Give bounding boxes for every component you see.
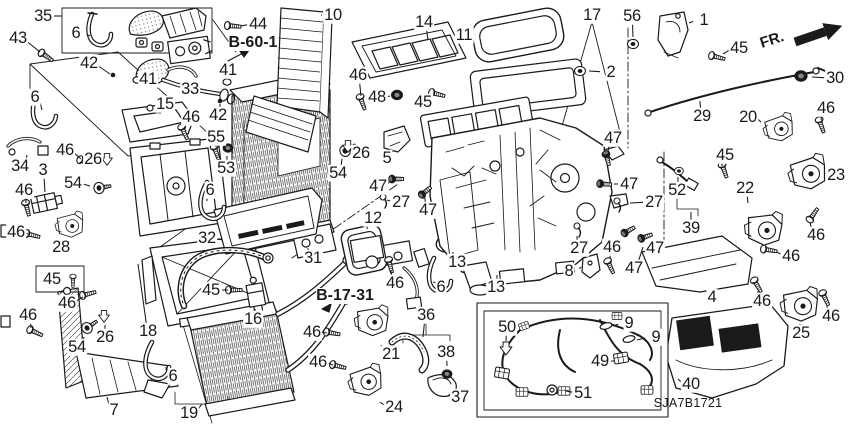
part-valve-assembly <box>349 234 430 310</box>
part-seal-11 <box>471 7 565 63</box>
part-heater-core-19 <box>186 255 352 417</box>
part-duct-group-35 <box>86 7 212 65</box>
part-hose-36 <box>388 332 430 374</box>
part-drain-pan-32 <box>213 187 323 255</box>
part-bracket-5 <box>383 125 411 153</box>
part-filter-10 <box>245 7 333 153</box>
part-valve-16 <box>245 276 267 313</box>
part-cable-52 <box>656 156 699 192</box>
part-resistor-3 <box>29 192 64 214</box>
part-insulator-40 <box>665 303 789 399</box>
part-heater-unit-body <box>419 58 629 296</box>
part-bracket-8 <box>581 253 601 279</box>
part-clip-9b <box>622 335 636 343</box>
fr-arrow-icon <box>793 23 843 47</box>
part-duct-4 <box>641 235 753 293</box>
part-clip-51 <box>546 384 558 396</box>
part-bracket-1 <box>657 11 689 59</box>
b-17-31-arrow-icon <box>321 303 332 313</box>
part-clip-9a <box>599 322 613 330</box>
part-drain-hose <box>177 246 274 310</box>
part-bracket-34 <box>0 136 49 328</box>
part-bracket-7 <box>57 286 179 399</box>
partition-lines <box>29 7 699 424</box>
group-box-35 <box>61 7 213 54</box>
